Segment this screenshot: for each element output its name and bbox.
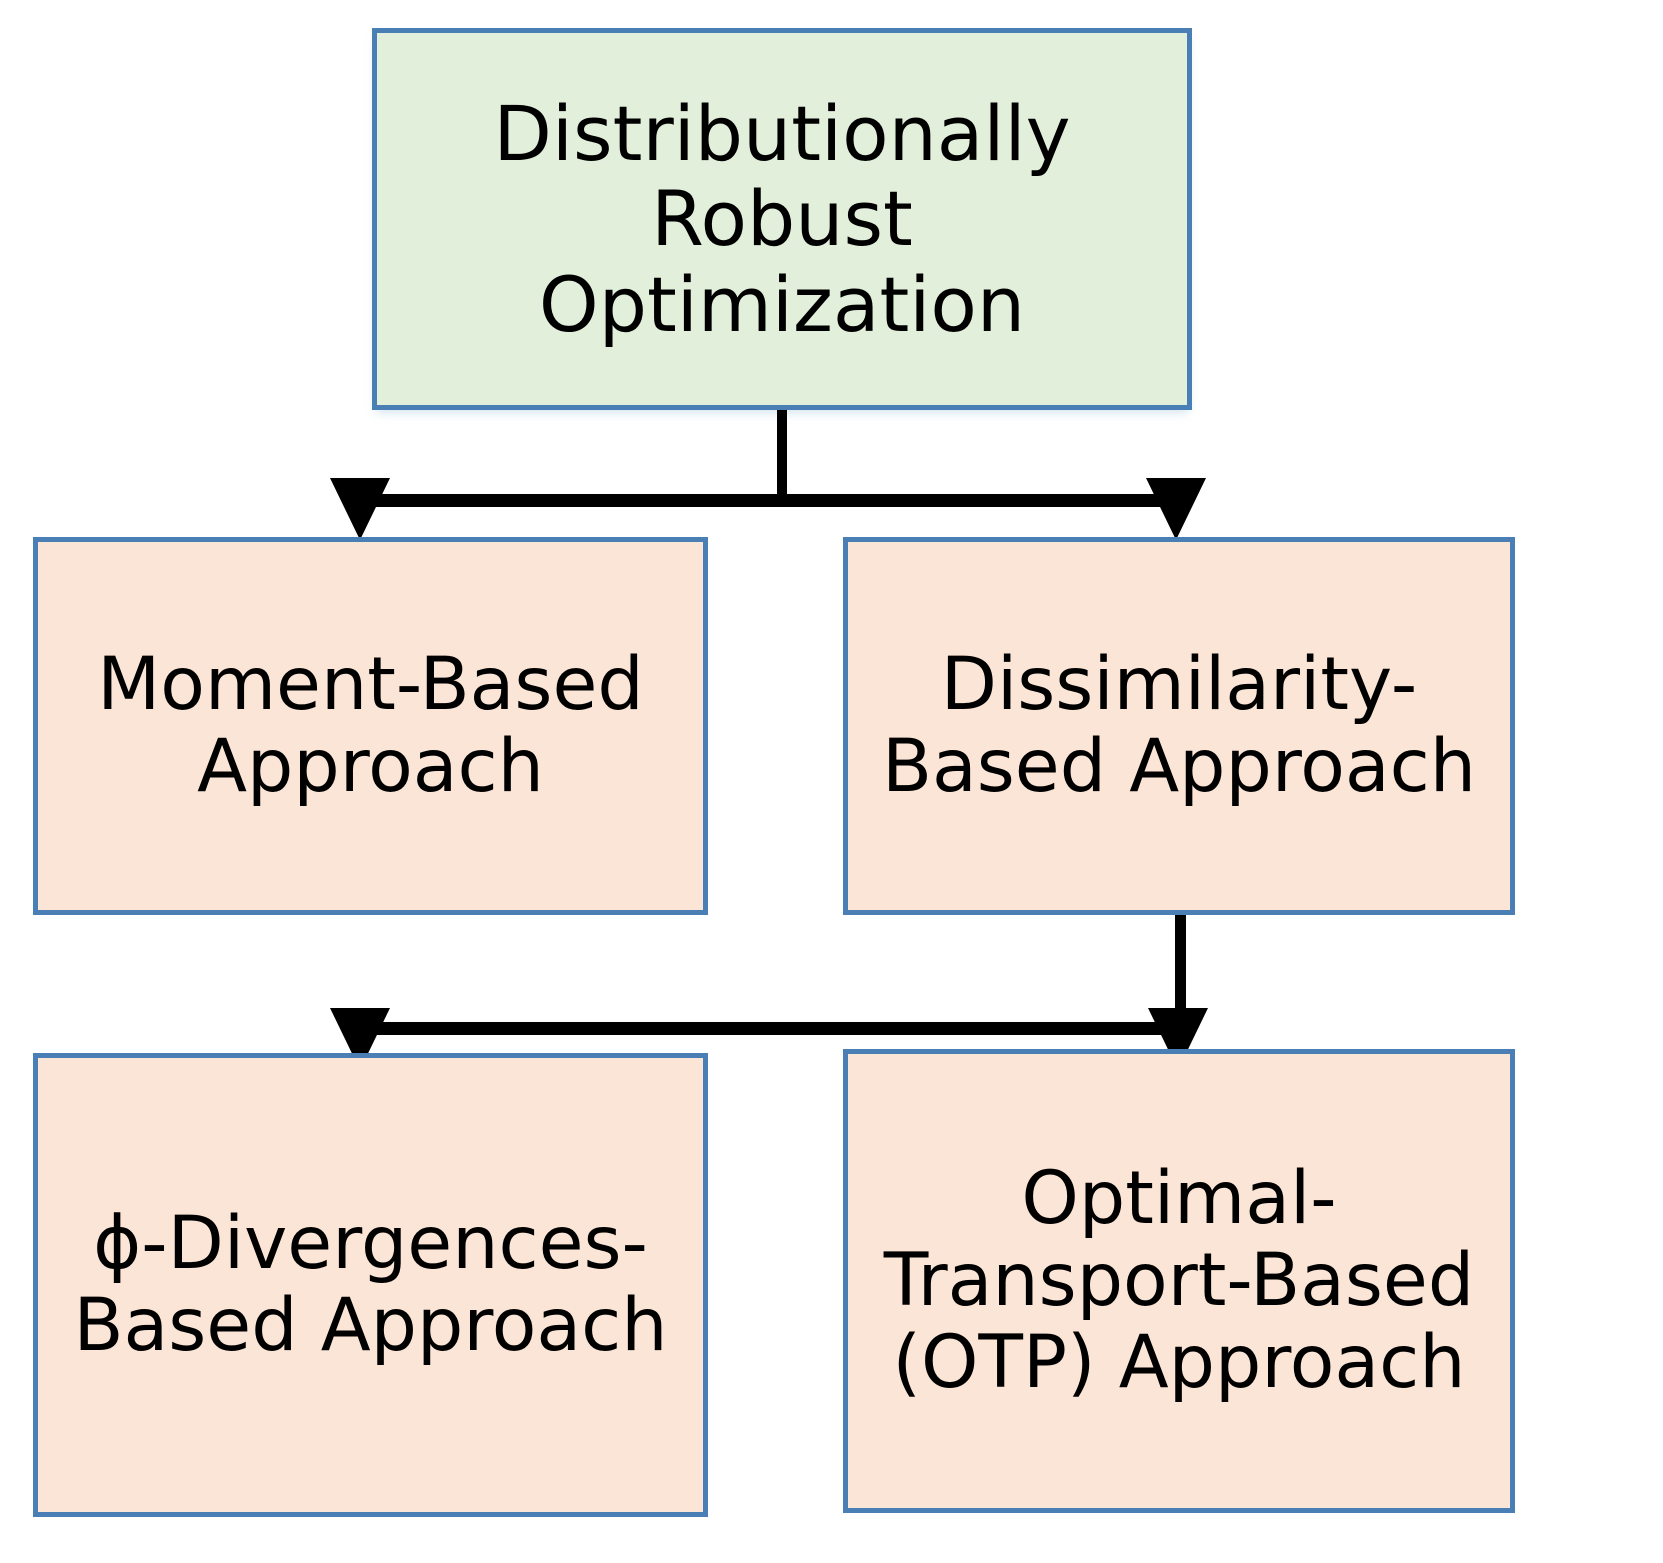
node-moment-based-approach[interactable]: Moment-Based Approach [33,537,708,915]
arrowhead-to-dissimilarity-based [1146,478,1206,540]
arrowhead-to-moment-based [330,478,390,540]
node-label-phi-divergences: ϕ-Divergences- Based Approach [73,1201,668,1368]
node-optimal-transport-based-approach[interactable]: Optimal- Transport-Based (OTP) Approach [843,1049,1515,1513]
node-label-root: Distributionally Robust Optimization [493,89,1071,349]
edge-root-stem [777,410,787,503]
node-distributionally-robust-optimization[interactable]: Distributionally Robust Optimization [372,28,1192,410]
node-label-optimal-transport: Optimal- Transport-Based (OTP) Approach [883,1156,1475,1405]
edge-dissimilarity-crossbar [360,1022,1185,1035]
node-phi-divergences-based-approach[interactable]: ϕ-Divergences- Based Approach [33,1053,708,1517]
edge-dissimilarity-stem [1175,915,1186,1032]
node-label-dissimilarity-based: Dissimilarity- Based Approach [881,642,1477,809]
node-label-moment-based: Moment-Based Approach [97,642,644,809]
edge-root-crossbar [360,494,1182,507]
node-dissimilarity-based-approach[interactable]: Dissimilarity- Based Approach [843,537,1515,915]
